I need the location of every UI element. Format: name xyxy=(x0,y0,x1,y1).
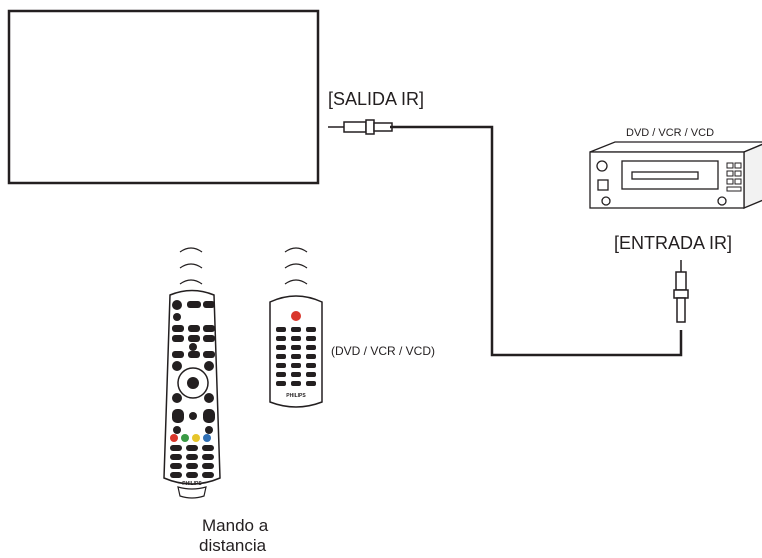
main-remote-brand: PHILIPS xyxy=(182,481,202,487)
ir-in-label: [ENTRADA IR] xyxy=(614,233,733,253)
ir-in-plug xyxy=(673,260,689,323)
display-panel xyxy=(7,9,320,185)
dvd-player-icon xyxy=(589,141,762,209)
ir-out-jack xyxy=(328,119,393,135)
ir-out-label: [SALIDA IR] xyxy=(328,89,425,109)
small-remote-control: PHILIPS xyxy=(269,295,323,408)
device-name-label: DVD / VCR / VCD xyxy=(626,127,715,139)
ir-signal-icon xyxy=(179,247,203,285)
ir-cable xyxy=(390,125,683,357)
main-remote-control: PHILIPS xyxy=(163,289,221,499)
ir-signal-icon xyxy=(284,247,308,285)
main-remote-label-line1: Mando a xyxy=(202,516,269,535)
small-remote-brand: PHILIPS xyxy=(286,393,306,399)
small-remote-label: (DVD / VCR / VCD) xyxy=(331,344,436,358)
main-remote-label-line2: distancia xyxy=(199,536,267,555)
